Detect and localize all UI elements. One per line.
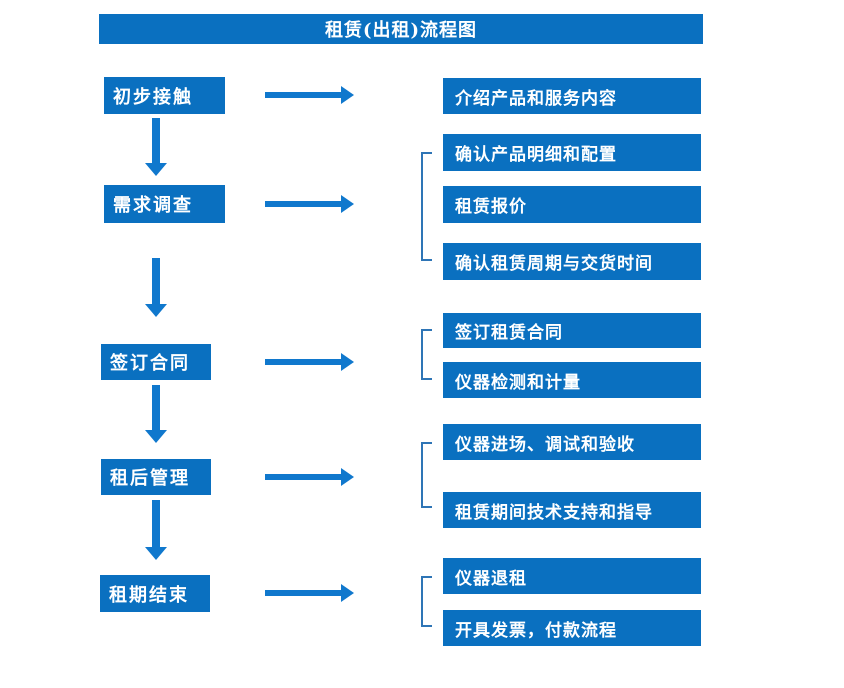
group-bracket-post-rental bbox=[421, 442, 432, 508]
detail-box-sign-rental-contract: 签订租赁合同 bbox=[443, 313, 701, 348]
right-arrow-3 bbox=[265, 359, 341, 365]
detail-box-instrument-setup-acceptance: 仪器进场、调试和验收 bbox=[443, 424, 701, 460]
detail-box-rental-quotation: 租赁报价 bbox=[443, 186, 701, 223]
right-arrow-5 bbox=[265, 590, 341, 596]
step-box-post-rental-management: 租后管理 bbox=[101, 459, 211, 495]
title-bar: 租赁(出租)流程图 bbox=[99, 14, 703, 44]
right-arrow-2 bbox=[265, 201, 341, 207]
right-arrow-1 bbox=[265, 92, 341, 98]
group-bracket-demand-survey bbox=[421, 152, 432, 261]
step-box-sign-contract: 签订合同 bbox=[101, 344, 211, 380]
down-arrow-1 bbox=[152, 118, 160, 163]
detail-box-confirm-rental-period: 确认租赁周期与交货时间 bbox=[443, 243, 701, 280]
detail-box-instrument-inspection: 仪器检测和计量 bbox=[443, 362, 701, 398]
detail-box-technical-support: 租赁期间技术支持和指导 bbox=[443, 492, 701, 528]
down-arrow-2 bbox=[152, 258, 160, 304]
step-box-rental-end: 租期结束 bbox=[100, 575, 210, 612]
down-arrow-3 bbox=[152, 385, 160, 430]
detail-box-invoice-payment: 开具发票，付款流程 bbox=[443, 610, 701, 646]
detail-box-confirm-product-details: 确认产品明细和配置 bbox=[443, 134, 701, 171]
step-box-initial-contact: 初步接触 bbox=[104, 77, 225, 114]
group-bracket-sign-contract bbox=[421, 329, 432, 380]
right-arrow-4 bbox=[265, 474, 341, 480]
page-title: 租赁(出租)流程图 bbox=[324, 20, 478, 41]
down-arrow-4 bbox=[152, 500, 160, 547]
group-bracket-rental-end bbox=[421, 576, 432, 627]
detail-box-instrument-return: 仪器退租 bbox=[443, 558, 701, 594]
step-box-demand-survey: 需求调查 bbox=[104, 185, 225, 223]
detail-box-introduce-products: 介绍产品和服务内容 bbox=[443, 78, 701, 114]
